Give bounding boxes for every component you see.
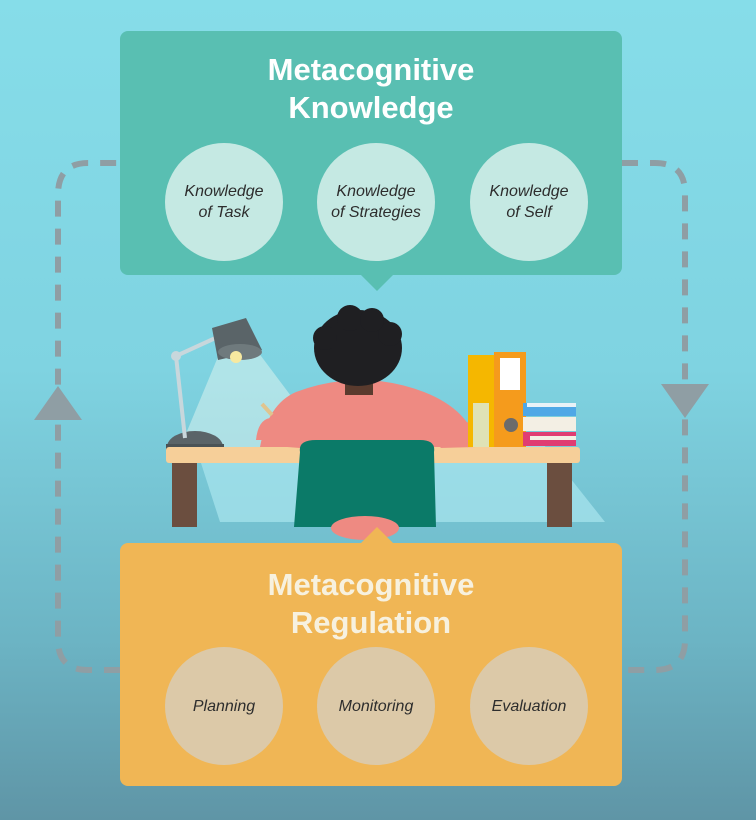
chair-back: [294, 440, 436, 527]
desk-leg-right: [547, 463, 572, 527]
planning-circle: Planning: [165, 647, 283, 765]
book-stack-icon: [523, 403, 576, 446]
knowledge-title: Metacognitive Knowledge: [267, 52, 475, 125]
binders-icon: [468, 352, 526, 447]
monitoring-circle: Monitoring: [317, 647, 435, 765]
desk-lamp-icon: [166, 318, 262, 463]
desk-leg-left: [172, 463, 197, 527]
right-cycle-path: [622, 160, 688, 673]
down-arrow-icon: [661, 384, 709, 418]
up-arrow-icon: [34, 386, 82, 420]
regulation-panel: Metacognitive Regulation Planning Monito…: [120, 527, 622, 786]
water-glass-icon: [473, 403, 489, 447]
left-cycle-path: [55, 160, 120, 673]
regulation-title: Metacognitive Regulation: [267, 567, 475, 640]
student-figure: [256, 305, 482, 448]
evaluation-circle: Evaluation: [470, 647, 588, 765]
